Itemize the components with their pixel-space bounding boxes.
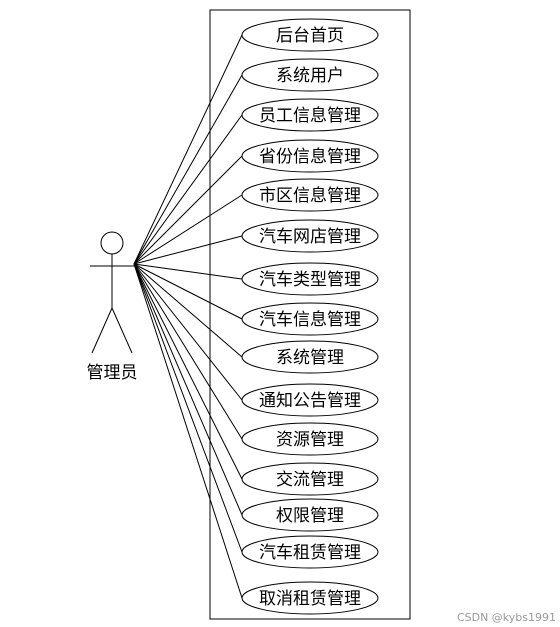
association-line (133, 155, 243, 265)
use-case: 省份信息管理 (241, 139, 379, 173)
use-case: 员工信息管理 (241, 98, 379, 132)
association-line (133, 263, 243, 599)
use-case-label: 交流管理 (276, 470, 344, 490)
use-case-label: 取消租赁管理 (259, 589, 361, 609)
association-line (133, 74, 243, 265)
use-case-ellipse (241, 383, 379, 417)
use-case: 通知公告管理 (241, 383, 379, 417)
use-case: 汽车网店管理 (241, 219, 379, 253)
use-case-ellipse (241, 581, 379, 615)
use-case: 汽车类型管理 (241, 262, 379, 296)
use-case: 系统用户 (241, 58, 379, 92)
use-case: 权限管理 (241, 498, 379, 532)
association-lines (133, 34, 243, 599)
use-case: 汽车信息管理 (241, 302, 379, 336)
use-case-ellipse (241, 219, 379, 253)
use-case-ellipse (241, 58, 379, 92)
use-case-label: 省份信息管理 (259, 147, 361, 167)
use-case-label: 后台首页 (276, 26, 344, 46)
use-case-ellipse (241, 462, 379, 496)
watermark-text: CSDN @kybs1991 (457, 611, 556, 624)
use-case-label: 汽车信息管理 (259, 310, 361, 330)
use-case: 取消租赁管理 (241, 581, 379, 615)
use-case: 汽车租赁管理 (241, 535, 379, 569)
association-line (133, 263, 243, 320)
association-line (133, 263, 243, 440)
use-case-label: 系统管理 (276, 348, 344, 368)
actor-left-leg (91, 307, 113, 354)
use-case-label: 权限管理 (276, 506, 344, 526)
use-case-label: 系统用户 (276, 66, 344, 86)
use-case: 市区信息管理 (241, 178, 379, 212)
association-line (133, 263, 243, 516)
use-case-label: 汽车类型管理 (259, 270, 361, 290)
association-line (133, 263, 243, 401)
use-case-label: 汽车租赁管理 (259, 543, 361, 563)
use-case: 系统管理 (241, 340, 379, 374)
use-case: 交流管理 (241, 462, 379, 496)
use-case-ellipse (241, 302, 379, 336)
use-case-ellipse (241, 98, 379, 132)
association-line (133, 235, 243, 265)
use-case: 后台首页 (241, 18, 379, 52)
use-case-label: 资源管理 (276, 430, 344, 450)
association-line (133, 34, 243, 265)
use-case-label: 通知公告管理 (259, 391, 361, 411)
use-case-ellipse (241, 340, 379, 374)
association-line (133, 263, 243, 480)
use-case-ellipse (241, 422, 379, 456)
association-line (133, 263, 243, 358)
use-case-ellipse (241, 535, 379, 569)
use-case-ellipse (241, 139, 379, 173)
use-case-list: 后台首页系统用户员工信息管理省份信息管理市区信息管理汽车网店管理汽车类型管理汽车… (241, 18, 379, 615)
use-case-label: 市区信息管理 (259, 186, 361, 206)
association-line (133, 263, 243, 553)
actor-right-leg (111, 307, 133, 354)
use-case-label: 员工信息管理 (259, 106, 361, 126)
use-case-ellipse (241, 18, 379, 52)
actor-figure (90, 231, 134, 354)
association-line (133, 263, 243, 280)
actor-label: 管理员 (87, 363, 138, 383)
use-case: 资源管理 (241, 422, 379, 456)
use-case-label: 汽车网店管理 (259, 227, 361, 247)
system-boundary (209, 9, 411, 620)
association-line (133, 194, 243, 265)
association-line (133, 114, 243, 265)
use-case-ellipse (241, 498, 379, 532)
use-case-ellipse (241, 178, 379, 212)
use-case-ellipse (241, 262, 379, 296)
actor-head (100, 231, 124, 255)
